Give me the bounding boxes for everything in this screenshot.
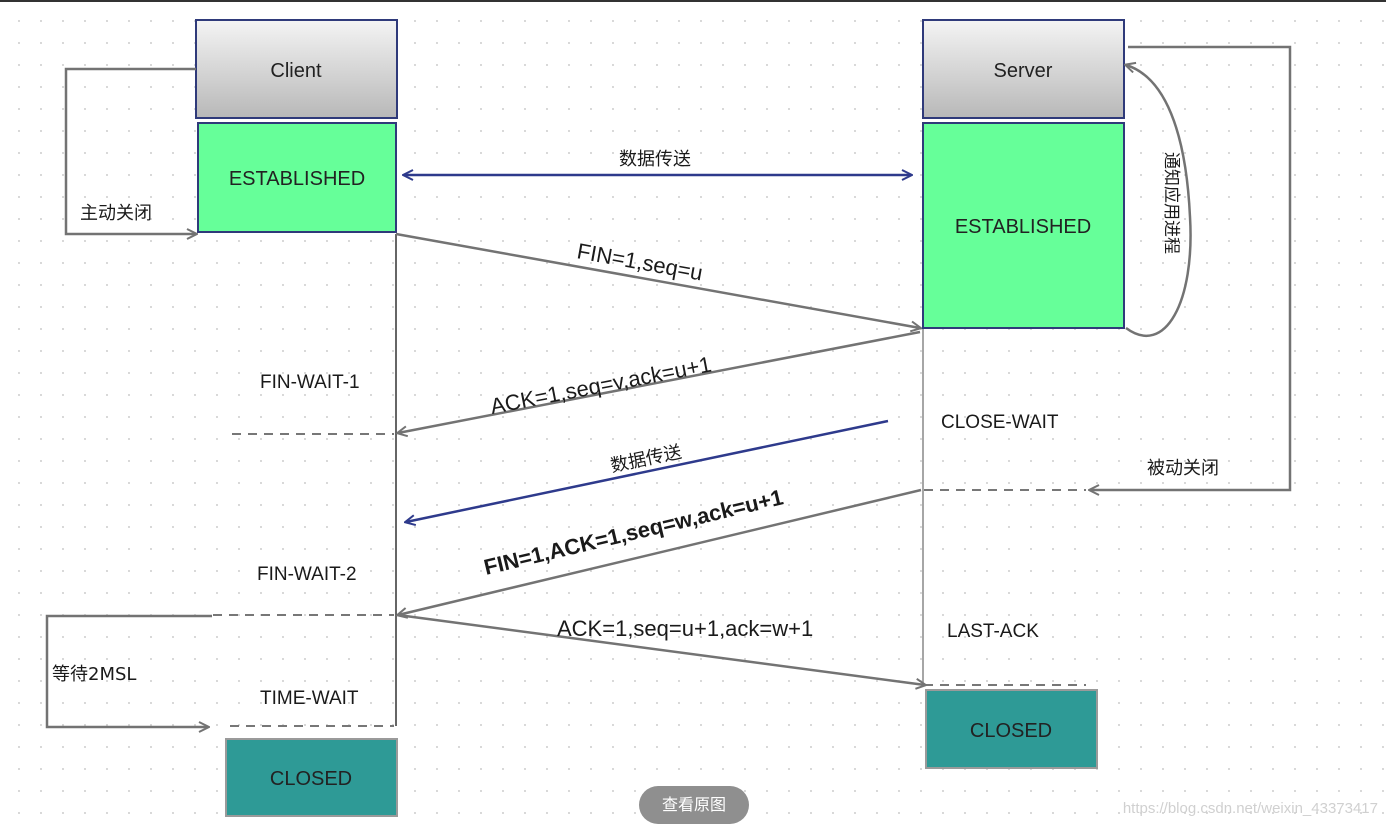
data-transfer-mid-arrow <box>406 419 889 522</box>
server-established-label: ESTABLISHED <box>955 216 1091 238</box>
ack-final-arrow <box>397 613 925 685</box>
state-close-wait: CLOSE-WAIT <box>941 412 1059 433</box>
server-title: Server <box>994 60 1053 82</box>
passive-close-label: 被动关闭 <box>1147 458 1219 479</box>
notify-app-curve <box>1126 65 1192 337</box>
client-title: Client <box>270 60 322 82</box>
watermark-text: https://blog.csdn.net/weixin_43373417 <box>1122 800 1378 817</box>
ack-1-label: ACK=1,seq=v,ack=u+1 <box>488 352 713 419</box>
state-fin-wait-2: FIN-WAIT-2 <box>257 564 357 585</box>
state-last-ack: LAST-ACK <box>947 621 1039 642</box>
client-header-box <box>195 19 398 119</box>
state-fin-wait-1: FIN-WAIT-1 <box>260 372 360 393</box>
passive-close-arrow <box>1090 45 1292 490</box>
wait-2msl-arrow <box>45 614 212 727</box>
fin-ack-arrow <box>398 488 922 615</box>
server-closed-label: CLOSED <box>970 720 1052 742</box>
client-established-label: ESTABLISHED <box>229 168 365 190</box>
data-transfer-top-label: 数据传送 <box>619 149 691 170</box>
ack-1-arrow <box>398 330 921 433</box>
view-original-button[interactable]: 查看原图 <box>639 786 749 824</box>
fin-1-arrow <box>395 232 920 328</box>
client-closed-label: CLOSED <box>270 768 352 790</box>
client-closed-box <box>225 738 398 817</box>
server-established-box <box>922 122 1125 329</box>
client-established-box <box>197 122 397 233</box>
active-close-label: 主动关闭 <box>80 203 152 224</box>
notify-app-label: 通知应用进程 <box>1161 152 1181 254</box>
active-close-arrow <box>64 67 196 234</box>
state-time-wait: TIME-WAIT <box>260 688 359 709</box>
wait-2msl-label: 等待2MSL <box>52 664 136 685</box>
server-header-box <box>922 19 1125 119</box>
ack-final-label: ACK=1,seq=u+1,ack=w+1 <box>557 616 813 641</box>
server-closed-box <box>925 689 1098 769</box>
